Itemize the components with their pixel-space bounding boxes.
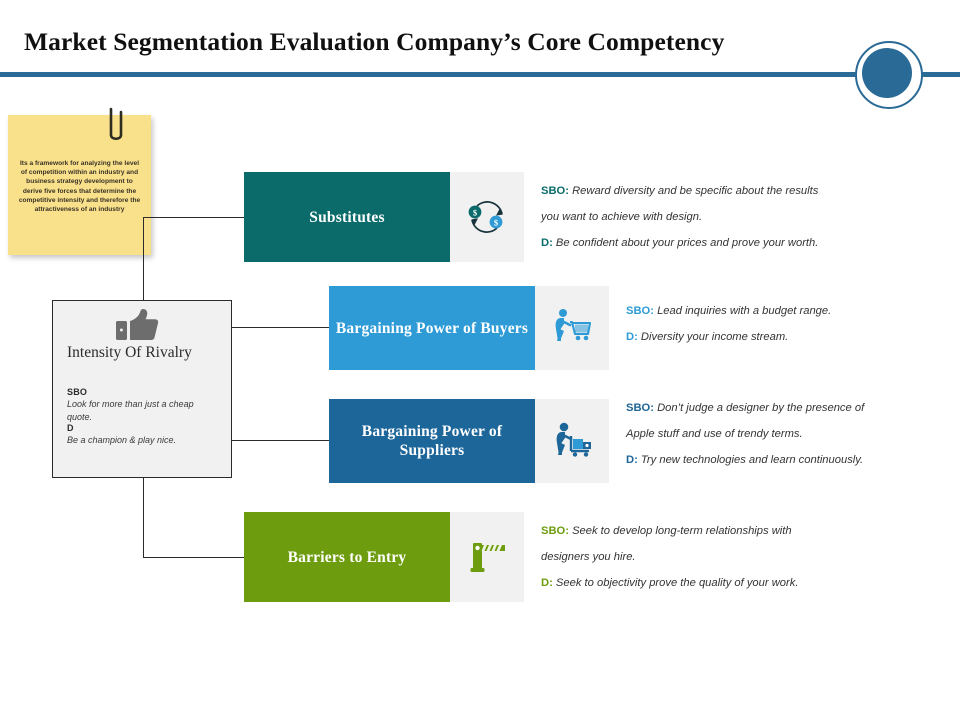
title-divider-rule [0, 72, 960, 77]
force-color-block[interactable]: Bargaining Power of Suppliers [329, 399, 535, 483]
connector-to-substitutes [143, 217, 244, 218]
force-sbo-text-cont: designers you hire. [541, 551, 636, 563]
force-icon-panel [535, 286, 609, 370]
force-sbo-text: Lead inquiries with a budget range. [657, 305, 832, 317]
rivalry-title: Intensity Of Rivalry [67, 344, 192, 361]
circle-core [862, 48, 912, 98]
force-d-text: Seek to objectivity prove the quality of… [555, 577, 799, 589]
barrier-gate-icon [470, 543, 505, 572]
force-row-substitutes[interactable]: Substitutes $ $ [244, 172, 524, 262]
force-d-text: Try new technologies and learn continuou… [640, 454, 864, 466]
connector-to-barriers [143, 557, 244, 558]
rivalry-d-label: D [67, 423, 74, 433]
force-sbo-text: Don’t judge a designer by the presence o… [657, 402, 865, 414]
force-sbo-line: SBO: Reward diversity and be specific ab… [541, 178, 818, 204]
force-row-buyers[interactable]: Bargaining Power of Buyers [329, 286, 609, 370]
force-icon-panel [535, 399, 609, 483]
force-d-text: Diversity your income stream. [640, 331, 789, 343]
force-icon-panel [450, 512, 524, 602]
force-sbo-text: Reward diversity and be specific about t… [572, 185, 819, 197]
rivalry-d-text: Be a champion & play nice. [67, 435, 177, 445]
force-description-substitutes: SBO: Reward diversity and be specific ab… [541, 178, 818, 256]
force-sbo-label: SBO: [541, 525, 569, 537]
force-d-label: D: [626, 331, 638, 343]
connector-to-buyers [230, 327, 329, 328]
force-color-block[interactable]: Barriers to Entry [244, 512, 450, 602]
force-d-label: D: [541, 577, 553, 589]
force-color-block[interactable]: Bargaining Power of Buyers [329, 286, 535, 370]
force-sbo-text-cont: Apple stuff and use of trendy terms. [626, 428, 803, 440]
shopping-cart-buyer-icon [555, 309, 592, 341]
paperclip-icon [109, 107, 123, 141]
svg-text:$: $ [494, 218, 499, 228]
title-circle-decoration [855, 41, 923, 109]
force-d-label: D: [626, 454, 638, 466]
force-row-suppliers[interactable]: Bargaining Power of Suppliers [329, 399, 609, 483]
force-sbo-label: SBO: [626, 402, 654, 414]
force-label: Substitutes [309, 208, 385, 226]
force-description-barriers: SBO: Seek to develop long-term relations… [541, 518, 798, 596]
rivalry-sbo-text: Look for more than just a cheap quote. [67, 399, 194, 422]
force-sbo-text-cont: you want to achieve with design. [541, 211, 703, 223]
force-icon-panel: $ $ [450, 172, 524, 262]
force-description-suppliers: SBO: Don’t judge a designer by the prese… [626, 395, 864, 473]
connector-trunk-lower [143, 476, 144, 558]
connector-to-suppliers [230, 440, 329, 441]
force-sbo-label: SBO: [626, 305, 654, 317]
force-sbo-label: SBO: [541, 185, 569, 197]
force-label: Bargaining Power of Suppliers [361, 423, 503, 459]
force-description-buyers: SBO: Lead inquiries with a budget range.… [626, 298, 831, 350]
sticky-note-text: Its a framework for analyzing the level … [18, 160, 141, 214]
thumbs-up-icon [116, 309, 159, 340]
force-label: Barriers to Entry [287, 548, 407, 566]
intensity-of-rivalry-card[interactable]: Intensity Of Rivalry SBO Look for more t… [52, 300, 232, 478]
force-d-label: D: [541, 237, 553, 249]
force-label: Bargaining Power of Buyers [335, 319, 529, 337]
supplier-trolley-icon [556, 422, 591, 457]
connector-trunk-upper [143, 217, 144, 301]
force-sbo-text: Seek to develop long-term relationships … [572, 525, 792, 537]
force-row-barriers[interactable]: Barriers to Entry [244, 512, 524, 602]
sticky-note: Its a framework for analyzing the level … [8, 107, 151, 255]
force-d-text: Be confident about your prices and prove… [555, 237, 819, 249]
page-title: Market Segmentation Evaluation Company’s… [24, 27, 725, 56]
svg-text:$: $ [473, 208, 478, 218]
money-exchange-icon: $ $ [468, 201, 503, 233]
force-d-line: D: Be confident about your prices and pr… [541, 230, 818, 256]
force-color-block[interactable]: Substitutes [244, 172, 450, 262]
rivalry-sbo-label: SBO [67, 387, 88, 397]
